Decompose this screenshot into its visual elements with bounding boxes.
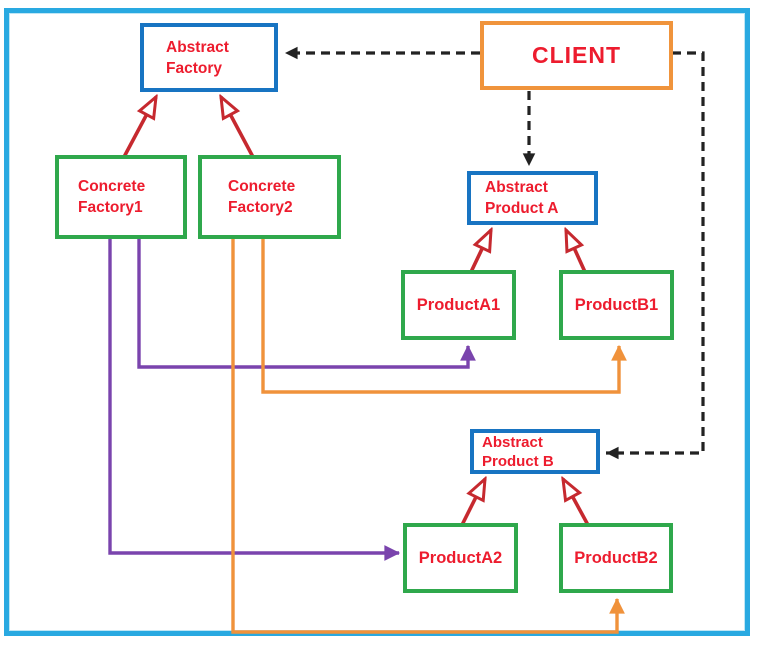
node-label-line: Factory2 bbox=[228, 199, 293, 216]
node-label-line: Factory bbox=[166, 59, 222, 77]
node-label-line: Factory1 bbox=[78, 199, 143, 216]
node-concrete-factory1: Concrete Factory1 bbox=[55, 155, 187, 239]
node-concrete-factory2: Concrete Factory2 bbox=[198, 155, 341, 239]
node-product-a1: ProductA1 bbox=[401, 270, 516, 340]
node-label-line: ProductB2 bbox=[574, 548, 658, 567]
node-abstract-product-b: Abstract Product B bbox=[470, 429, 600, 474]
node-label-line: Abstract bbox=[482, 433, 543, 451]
node-product-b2: ProductB2 bbox=[559, 523, 673, 593]
node-label-line: ProductA2 bbox=[418, 548, 503, 567]
node-abstract-factory: Abstract Factory bbox=[140, 23, 278, 92]
node-label-line: CLIENT bbox=[531, 42, 622, 68]
node-label-line: Concrete bbox=[78, 178, 146, 195]
node-product-b1: ProductB1 bbox=[559, 270, 674, 340]
node-label-line: Concrete bbox=[228, 178, 296, 195]
node-label-line: Product A bbox=[485, 200, 559, 217]
node-label-line: ProductA1 bbox=[416, 295, 501, 314]
node-product-a2: ProductA2 bbox=[403, 523, 518, 593]
node-label-line: Product B bbox=[482, 452, 554, 470]
node-client: CLIENT bbox=[480, 21, 673, 90]
node-label-line: Abstract bbox=[485, 179, 548, 196]
node-label-line: Abstract bbox=[166, 38, 229, 56]
node-label-line: ProductB1 bbox=[574, 295, 659, 314]
node-abstract-product-a: Abstract Product A bbox=[467, 171, 598, 225]
